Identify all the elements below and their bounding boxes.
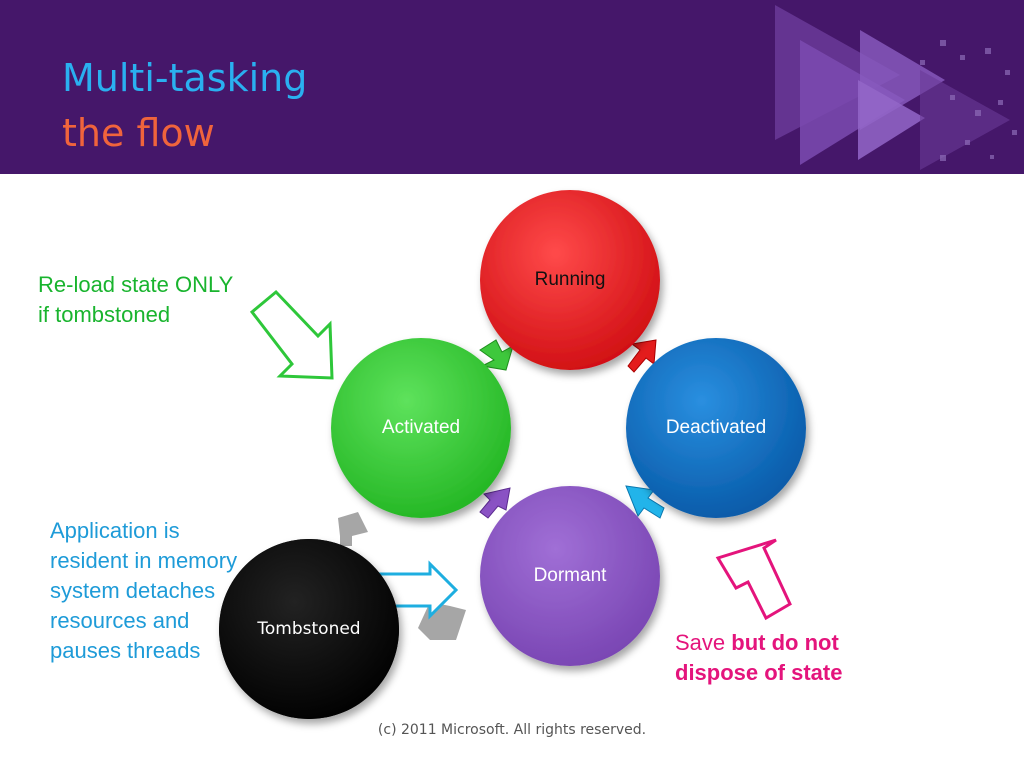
note-save-bold-1: but do not (731, 630, 839, 655)
lifecycle-diagram (219, 190, 806, 719)
note-save-state: Save but do not dispose of state (675, 628, 842, 688)
note-reload-state: Re-load state ONLY if tombstoned (38, 270, 233, 330)
save-outline-arrow (715, 538, 792, 621)
arrow-activated-to-running (479, 339, 514, 371)
arrow-tombstoned-to-activated (338, 512, 368, 546)
note-resident-line-2: resident in memory (50, 548, 238, 573)
note-reload-line-2: if tombstoned (38, 302, 171, 327)
node-deactivated-label: Deactivated (665, 417, 767, 438)
title-multi-tasking: Multi-tasking (62, 56, 308, 100)
arrow-running-to-deactivated (627, 339, 657, 373)
subtitle-the-flow: the flow (62, 111, 215, 155)
note-resident-line-3: system detaches (50, 578, 216, 603)
node-dormant (480, 486, 660, 666)
note-reload-line-1: Re-load state ONLY (38, 272, 234, 297)
note-resident-in-memory: Application is resident in memory system… (50, 516, 260, 666)
footer-copyright: (c) 2011 Microsoft. All rights reserved. (377, 722, 647, 738)
node-tombstoned-label: Tombstoned (257, 619, 361, 639)
node-running-label: Running (534, 269, 606, 290)
arrow-deactivated-to-dormant (625, 485, 665, 519)
note-save-bold-2: dispose of state (675, 660, 843, 685)
reload-outline-arrow (249, 289, 334, 380)
play-triangles-decoration (775, 5, 1017, 170)
node-dormant-label: Dormant (533, 565, 607, 586)
node-running (480, 190, 660, 370)
note-resident-line-4: resources and (50, 608, 190, 633)
arrow-dormant-to-activated (479, 487, 511, 519)
node-activated-label: Activated (381, 417, 461, 438)
node-deactivated (626, 338, 806, 518)
note-resident-line-5: pauses threads (50, 638, 201, 663)
note-resident-line-1: Application is (50, 518, 180, 543)
header-band: Multi-tasking the flow (0, 0, 1024, 174)
node-activated (331, 338, 511, 518)
note-save-prefix: Save (675, 630, 732, 655)
